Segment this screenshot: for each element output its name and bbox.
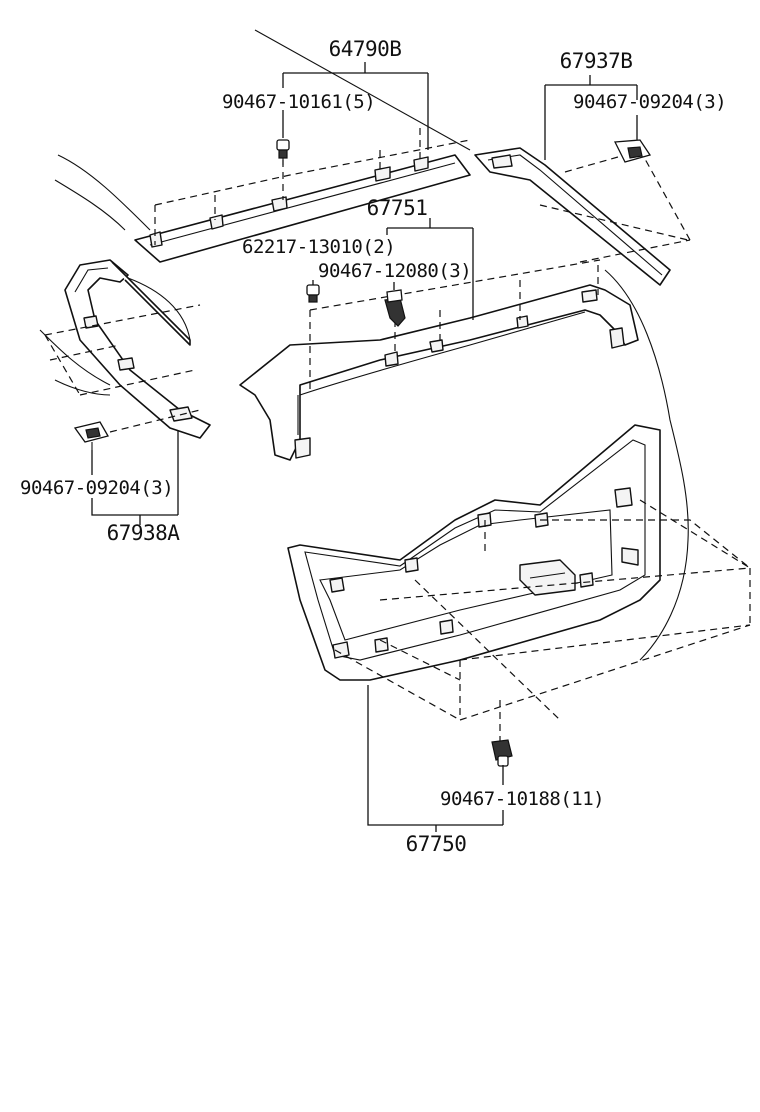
clip-90467-10188-icon (491, 739, 513, 767)
clip-90467-09204-left-icon (73, 421, 109, 450)
label-67938A: 67938A (107, 521, 181, 545)
label-67750: 67750 (406, 832, 467, 856)
fastener-62217-13010-icon (306, 284, 320, 303)
label-90467-09204-right: 90467-09204(3) (573, 91, 726, 113)
label-62217-13010: 62217-13010(2) (242, 236, 395, 258)
part-64790B-molding (134, 154, 471, 263)
label-64790B: 64790B (329, 37, 402, 61)
label-90467-10188: 90467-10188(11) (440, 788, 604, 810)
leader-67937B (544, 75, 638, 160)
dashed-guides-67937B (539, 149, 691, 263)
label-67937B: 67937B (560, 49, 633, 73)
leader-67750 (367, 685, 504, 832)
dashed-guides-67751 (309, 259, 601, 390)
label-67751: 67751 (367, 196, 428, 220)
label-90467-09204-left: 90467-09204(3) (20, 477, 173, 499)
dashed-guides-67938A (44, 304, 201, 433)
leader-67938A (91, 430, 179, 525)
part-67750-lower-trim (287, 424, 661, 681)
dashed-guides-64790B (154, 128, 471, 245)
part-67751-upper-trim (239, 284, 639, 461)
clip-90467-12080-icon (384, 289, 406, 327)
leader-67751 (312, 218, 474, 320)
leader-64790B (282, 62, 429, 150)
part-67938A-garnish (64, 259, 211, 439)
clip-90467-09204-right-icon (613, 139, 652, 163)
clip-90467-10161-icon (276, 139, 290, 165)
dashed-guides-67750 (334, 499, 751, 745)
part-67937B-garnish (474, 147, 671, 286)
label-90467-12080: 90467-12080(3) (318, 260, 471, 282)
vehicle-body-outline (39, 29, 689, 661)
label-90467-10161: 90467-10161(5) (222, 91, 375, 113)
